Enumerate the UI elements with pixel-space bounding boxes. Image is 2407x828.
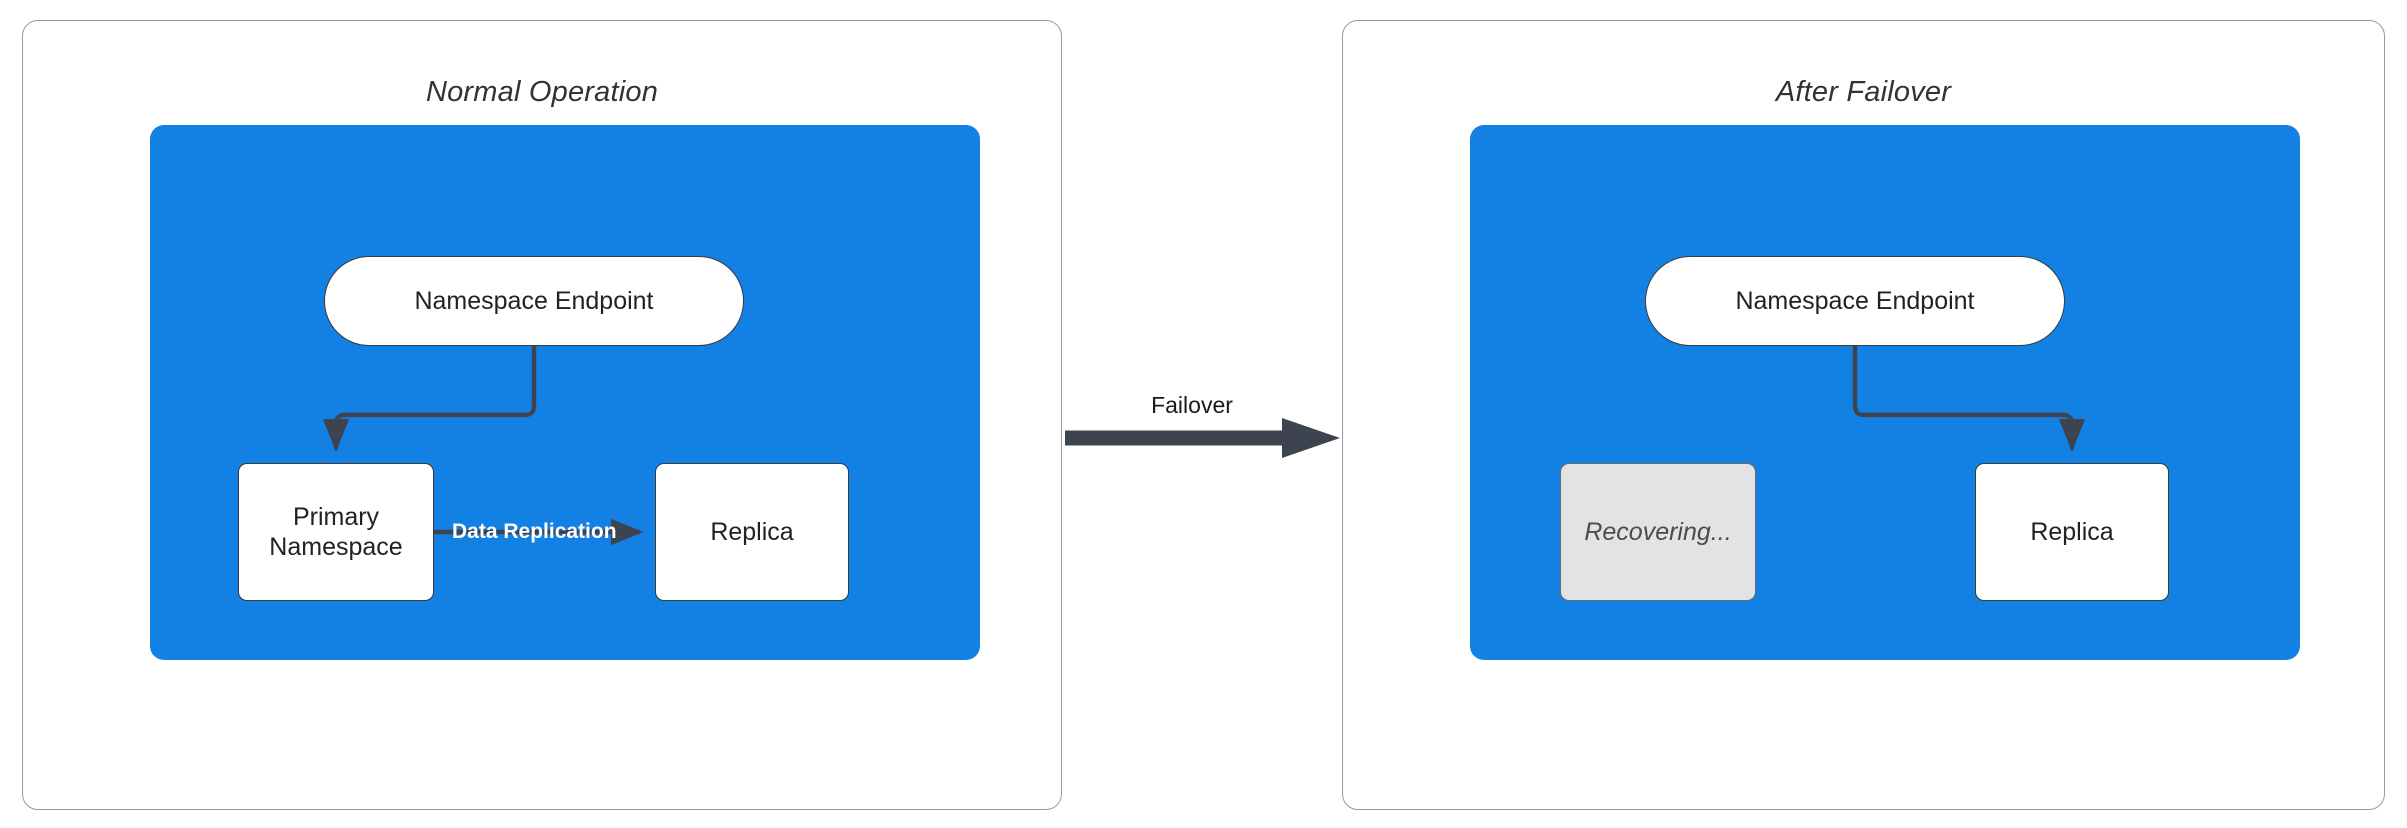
node-label: Namespace Endpoint — [1735, 286, 1975, 315]
node-label: Recovering... — [1584, 517, 1732, 546]
node-namespace-endpoint-right[interactable]: Namespace Endpoint — [1645, 256, 2065, 346]
node-label-line2: Namespace — [269, 533, 403, 561]
node-label: Replica — [2030, 517, 2114, 546]
node-label: Namespace Endpoint — [414, 286, 654, 315]
node-primary-namespace[interactable]: Primary Namespace — [238, 463, 434, 601]
node-recovering[interactable]: Recovering... — [1560, 463, 1756, 601]
panel-title-after-failover: After Failover — [1775, 76, 1952, 108]
node-label-line1: Primary — [292, 502, 380, 531]
node-label: Replica — [710, 517, 794, 546]
node-replica-right[interactable]: Replica — [1975, 463, 2169, 601]
edge-failover — [1065, 418, 1340, 458]
node-label: Primary Namespace — [269, 502, 402, 563]
panel-title-normal-operation: Normal Operation — [425, 76, 659, 108]
edge-label-failover: Failover — [1151, 392, 1233, 418]
edge-label-data-replication: Data Replication — [452, 520, 617, 543]
node-replica-left[interactable]: Replica — [655, 463, 849, 601]
node-namespace-endpoint-left[interactable]: Namespace Endpoint — [324, 256, 744, 346]
